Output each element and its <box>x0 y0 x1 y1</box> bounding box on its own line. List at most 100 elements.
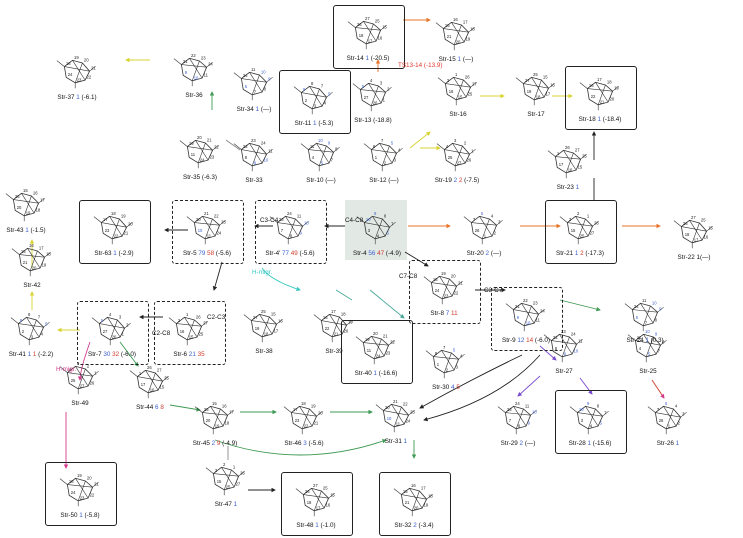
structure-box <box>172 200 244 264</box>
atom-number: 8 <box>264 87 267 92</box>
atom-number: 17 <box>546 92 551 97</box>
atom-number: 24 <box>200 157 205 162</box>
hit-count: 1 <box>74 94 80 101</box>
atom-number: 22 <box>553 335 558 340</box>
atom-number: 25 <box>375 19 380 24</box>
hit-count: 2 <box>457 177 463 184</box>
atom-number: 27 <box>691 215 696 220</box>
atom-number: 17 <box>229 410 234 415</box>
atom-number: 24 <box>261 141 266 146</box>
structure-name: Str-45 <box>192 440 210 447</box>
structure-name: Str-49 <box>71 400 89 407</box>
atom-number: 20 <box>414 505 419 510</box>
atom-number: 26 <box>90 381 95 386</box>
atom-number: 2 <box>494 231 497 236</box>
atom-number: 7 <box>321 84 324 89</box>
atom-number: 27 <box>103 329 108 334</box>
atom-number: 27 <box>525 78 530 83</box>
atom-number: 25 <box>448 155 453 160</box>
atom-number: 15 <box>21 249 26 254</box>
atom-number: 27 <box>590 231 595 236</box>
atom-number: 11 <box>310 144 315 149</box>
structure-label-str10: Str-10 (—) <box>306 177 335 184</box>
atom-number: 1 <box>94 371 97 376</box>
atom-number: 4 <box>491 214 494 219</box>
relative-energy: (-5.6) <box>297 250 315 257</box>
relative-energy: (-6.0) <box>533 337 550 344</box>
atom-number: 23 <box>295 418 300 423</box>
atom-number: 16 <box>323 315 328 320</box>
atom-number: 9 <box>268 77 271 82</box>
structure-label-str63: Str-63 1 (-2.9) <box>94 250 133 257</box>
relative-energy: (-5.6) <box>214 250 231 257</box>
structure-name: Str-22 <box>677 254 695 261</box>
atom-number: 26 <box>659 418 664 423</box>
structure-label-str36: Str-36 <box>185 92 202 99</box>
atom-number: 20 <box>196 217 201 222</box>
structure-label-str40: Str-40 1 (-16.6) <box>355 370 398 377</box>
structure-name: Str-37 <box>57 94 75 101</box>
atom-number: 11 <box>367 348 372 353</box>
relative-energy: (-1.5) <box>28 227 46 234</box>
atom-number: 3 <box>581 418 584 423</box>
atom-number: 18 <box>66 61 71 66</box>
atom-number: 16 <box>326 503 331 508</box>
atom-number: 19 <box>365 337 370 342</box>
atom-number: 21 <box>207 138 212 143</box>
structure-box <box>491 287 563 351</box>
hit-count: 14 <box>524 337 534 344</box>
atom-number: 24 <box>571 332 576 337</box>
hit-count: 5 <box>454 384 460 391</box>
structure-name: Str-34 <box>236 106 254 113</box>
atom-number: 17 <box>103 217 108 222</box>
atom-number: 10 <box>645 329 650 334</box>
relative-energy: (-18.8) <box>371 117 392 124</box>
hit-count: 2 <box>451 177 458 184</box>
atom-number: 22 <box>114 233 119 238</box>
structure-label-str22: Str-22 1(—) <box>678 254 711 261</box>
atom-number: 16 <box>222 404 227 409</box>
hit-count: 1 <box>311 120 317 127</box>
reaction-c2c3: C2-C3 <box>207 314 226 321</box>
atom-number: 11 <box>578 339 583 344</box>
structure-name: Str-35 <box>183 174 201 181</box>
atom-number: 27 <box>472 82 477 87</box>
hit-count: 1 <box>673 440 680 447</box>
atom-number: 11 <box>525 404 530 409</box>
atom-number: 2 <box>446 367 449 372</box>
atom-number: 23 <box>251 138 256 143</box>
atom-number: 9 <box>20 318 23 323</box>
atom-number: 15 <box>445 23 450 28</box>
reaction-c7c8: C7-C8 <box>399 273 418 280</box>
structure-label-str50: Str-50 1 (-5.8) <box>60 512 99 519</box>
structure-name: Str-5 <box>183 250 197 257</box>
atom-number: 1 <box>557 151 560 156</box>
atom-number: 8 <box>245 155 248 160</box>
atom-number: 9 <box>655 332 658 337</box>
molecule-skeletons: 2627251516171815161718192021181920212223… <box>5 16 713 517</box>
structure-name: Str-33 <box>245 177 263 184</box>
atom-number: 3 <box>119 315 122 320</box>
atom-number: 20 <box>385 405 390 410</box>
structure-box <box>545 200 617 264</box>
hit-count: 1 <box>23 227 29 234</box>
atom-number: 21 <box>393 399 398 404</box>
atom-number: 19 <box>441 271 446 276</box>
atom-number: 7 <box>657 407 660 412</box>
atom-number: 20 <box>451 274 456 279</box>
atom-number: 11 <box>536 318 541 323</box>
structure-name: Str-7 <box>88 351 102 358</box>
atom-number: 3 <box>569 217 572 222</box>
atom-number: 18 <box>307 500 312 505</box>
atom-number: 23 <box>561 329 566 334</box>
atom-number: 18 <box>46 252 51 257</box>
relative-energy: (—) <box>489 250 502 257</box>
atom-number: 23 <box>210 155 215 160</box>
structure-label-str43: Str-43 1 (-1.5) <box>6 227 45 234</box>
